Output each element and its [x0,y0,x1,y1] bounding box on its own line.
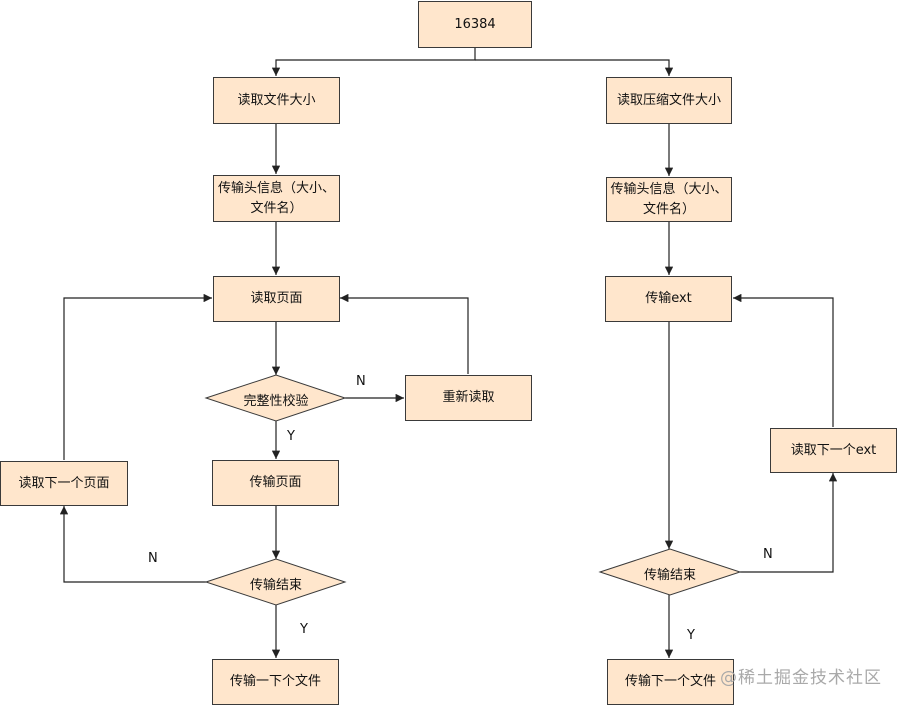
node-right-read-next-ext: 读取下一个ext [770,428,897,473]
node-left-send-page-label: 传输页面 [249,475,302,491]
edge-root-to-left [271,48,476,76]
node-right-send-ext: 传输ext [605,276,732,322]
decision-left-check [204,374,347,422]
node-root-label: 16384 [454,16,496,32]
decision-left-end [204,558,347,606]
node-right-next-file-label: 传输下一个文件 [624,674,716,690]
node-right-header: 传输头信息（大小、文件名） [606,177,732,222]
edge-reread-to-read [340,293,469,374]
node-right-read-size-label: 读取压缩文件大小 [616,92,721,108]
node-left-reread-label: 重新读取 [442,390,495,406]
edge-label-left-end-no: N [148,551,158,566]
node-right-read-size: 读取压缩文件大小 [606,77,732,124]
node-left-header-label: 传输头信息（大小、文件名） [217,181,335,216]
node-right-read-next-ext-label: 读取下一个ext [790,442,877,458]
node-left-read-page-label: 读取页面 [250,291,303,307]
node-right-send-ext-label: 传输ext [645,291,692,307]
edge-label-right-end-yes: Y [687,628,695,643]
edge-end-to-readnext [59,506,206,583]
node-left-reread: 重新读取 [405,375,532,421]
node-left-send-page: 传输页面 [212,460,339,506]
node-left-read-next-page: 读取下一个页面 [0,461,128,506]
node-left-read-size: 读取文件大小 [213,77,340,124]
node-left-read-page: 读取页面 [213,276,340,322]
edge-label-check-yes: Y [287,429,295,444]
node-root: 16384 [418,1,532,48]
edge-root-to-right [475,59,674,76]
edge-label-check-no: N [356,374,366,389]
edge-readnextext-to-ext [733,293,834,427]
node-right-header-label: 传输头信息（大小、文件名） [610,182,728,217]
node-left-next-file-label: 传输一下个文件 [229,674,321,690]
node-left-header: 传输头信息（大小、文件名） [213,175,340,222]
node-right-next-file: 传输下一个文件 [607,659,734,705]
edge-end-to-readnextext [740,473,838,573]
node-left-next-file: 传输一下个文件 [212,659,339,705]
decision-right-end [598,548,742,596]
watermark: @稀土掘金技术社区 [720,668,882,688]
node-left-read-next-page-label: 读取下一个页面 [18,475,110,491]
node-left-read-size-label: 读取文件大小 [237,92,316,108]
edge-readnext-to-read [63,293,212,460]
edge-label-left-end-yes: Y [300,622,308,637]
edge-label-right-end-no: N [763,547,773,562]
